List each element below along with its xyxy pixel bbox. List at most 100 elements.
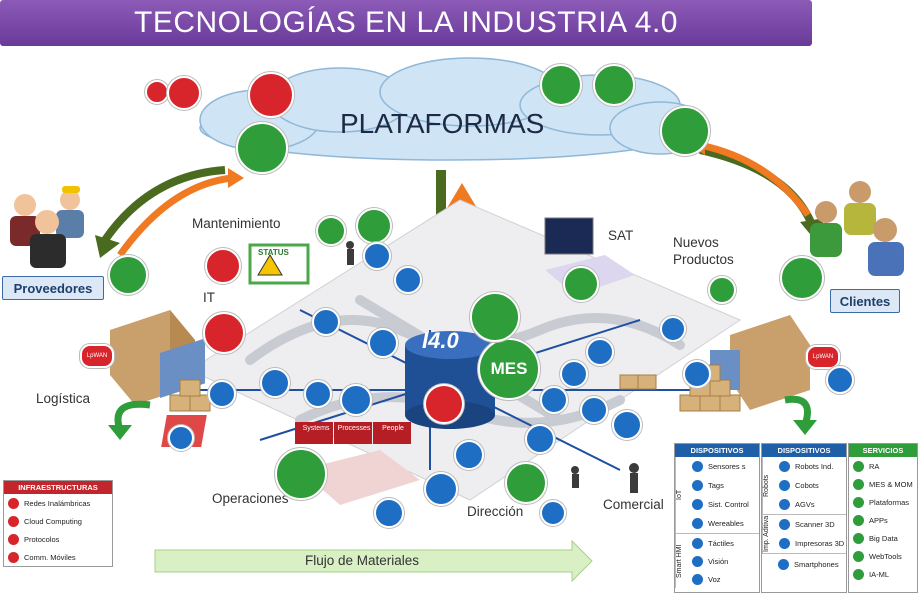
left-orange-arrow <box>117 174 233 258</box>
robot-arm-icon <box>580 396 608 424</box>
title-banner: TECNOLOGÍAS EN LA INDUSTRIA 4.0 <box>0 0 812 46</box>
area-comercial: Comercial <box>603 497 664 512</box>
ai-brain-icon <box>540 64 582 106</box>
area-sat: SAT <box>608 228 634 243</box>
legend-infraestructuras: INFRAESTRUCTURAS Redes Inalámbricas Clou… <box>3 480 113 567</box>
clients-box: Clientes <box>830 289 900 313</box>
cobot-icon <box>779 480 790 491</box>
protocol-icon <box>8 533 19 545</box>
mes-icon <box>853 478 864 490</box>
agv-icon <box>779 499 790 510</box>
new-product-icon <box>708 276 736 304</box>
tag-icon <box>304 380 332 408</box>
legend-dispositivos-1: DISPOSITIVOS IoT Sensores s Tags Sist. C… <box>674 443 760 593</box>
legend-dispositivos-2: DISPOSITIVOS Robots Robots Ind. Cobots A… <box>761 443 847 593</box>
page-title: TECNOLOGÍAS EN LA INDUSTRIA 4.0 <box>134 6 678 39</box>
printer-icon <box>779 538 790 549</box>
scanner-icon <box>660 316 686 342</box>
lpwan-left-label: LpWAN <box>86 353 108 359</box>
area-operaciones: Operaciones <box>212 491 289 506</box>
mic-icon <box>692 573 703 585</box>
apps-icon <box>853 514 864 526</box>
legend-services-title: SERVICIOS <box>849 444 917 457</box>
touch-icon <box>692 537 703 549</box>
webtools-icon <box>853 550 864 562</box>
flow-arrow <box>154 539 593 583</box>
legend-infra-title: INFRAESTRUCTURAS <box>4 481 112 494</box>
temp-sensor-far-right-icon <box>683 360 711 388</box>
lpwan-right-icon: LpWAN <box>806 345 840 369</box>
sat-platform-icon <box>563 266 599 302</box>
suppliers-people <box>10 186 84 268</box>
area-mantenimiento: Mantenimiento <box>192 216 281 231</box>
legend-dev2-group-additive: Imp. Aditiva <box>762 515 775 553</box>
left-green-arrow <box>101 166 226 243</box>
legend-dev2-group-robots: Robots <box>762 457 775 514</box>
operations-platform-icon <box>275 448 327 500</box>
platform-users-icon <box>236 122 288 174</box>
touch-bottom-icon <box>374 498 404 528</box>
smartphone-icon <box>778 558 789 570</box>
maintenance-tablet-icon <box>316 216 346 246</box>
client-platform-icon <box>780 256 824 300</box>
control-icon <box>692 499 703 510</box>
ar-icon <box>853 460 864 472</box>
vision-eye-icon <box>260 368 290 398</box>
bigdata-icon <box>853 532 864 544</box>
systems-tag: Systems <box>302 425 330 432</box>
supplier-platform-icon <box>108 255 148 295</box>
wearable-icon <box>692 518 703 529</box>
robot-icon <box>779 461 790 472</box>
sensor-icon <box>394 266 422 294</box>
status-tag: STATUS <box>258 248 289 257</box>
legend-servicios: SERVICIOS RA MES & MOM Plataformas APPs … <box>848 443 918 593</box>
agv-icon <box>560 360 588 388</box>
sensor-icon <box>692 461 703 472</box>
i40-badge: I4.0 <box>422 328 459 353</box>
temp-sensor-left-icon <box>208 380 236 408</box>
tag-right-icon <box>826 366 854 394</box>
legend-infra-item: Protocolos <box>4 530 112 548</box>
it-router-icon <box>205 248 241 284</box>
legend-infra-item: Cloud Computing <box>4 512 112 530</box>
wireless-network-icon <box>145 80 169 104</box>
area-it: IT <box>203 290 215 305</box>
lpwan-left-icon: LpWAN <box>80 344 114 368</box>
people-tag: People <box>382 425 404 432</box>
printer-3d-icon <box>454 440 484 470</box>
scanner-icon <box>779 519 790 530</box>
temp-sensor-icon <box>312 308 340 336</box>
right-green-arrow <box>699 146 816 227</box>
mes-icon: MES <box>478 338 540 400</box>
sat-screen <box>544 217 594 255</box>
status-board <box>248 243 310 285</box>
ai-icon <box>853 568 864 580</box>
area-nuevos-productos: Nuevos Productos <box>673 235 734 267</box>
lock-icon <box>540 386 568 414</box>
webtools-icon <box>660 106 710 156</box>
legend-dev2-title: DISPOSITIVOS <box>762 444 846 457</box>
right-orange-arrow <box>699 141 811 217</box>
center-platform-icon <box>470 292 520 342</box>
area-logistica: Logística <box>36 391 91 406</box>
forklift-icon <box>612 410 642 440</box>
smartphone-icon <box>424 472 458 506</box>
clients-people <box>810 181 904 276</box>
temp-sensor-right-icon <box>586 338 614 366</box>
suppliers-box: Proveedores <box>2 276 104 300</box>
legend-dev1-group-iot: IoT <box>675 457 688 533</box>
mobile-signal-icon <box>424 384 464 424</box>
lpwan-right-label: LpWAN <box>812 354 834 360</box>
signal-icon <box>8 551 19 563</box>
it-protocol-icon <box>203 312 245 354</box>
tag-left-icon <box>168 425 194 451</box>
wearable-glasses-icon <box>368 328 398 358</box>
mes-label: MES <box>490 359 528 378</box>
touch-icon <box>363 242 391 270</box>
voice-mic-icon <box>340 384 372 416</box>
big-data-icon <box>593 64 635 106</box>
maintenance-platform-icon <box>356 208 392 244</box>
processes-tag: Processes <box>337 425 371 432</box>
legend-dev1-group-hmi: Smart HMI <box>675 534 688 588</box>
area-direccion: Dirección <box>467 504 524 519</box>
